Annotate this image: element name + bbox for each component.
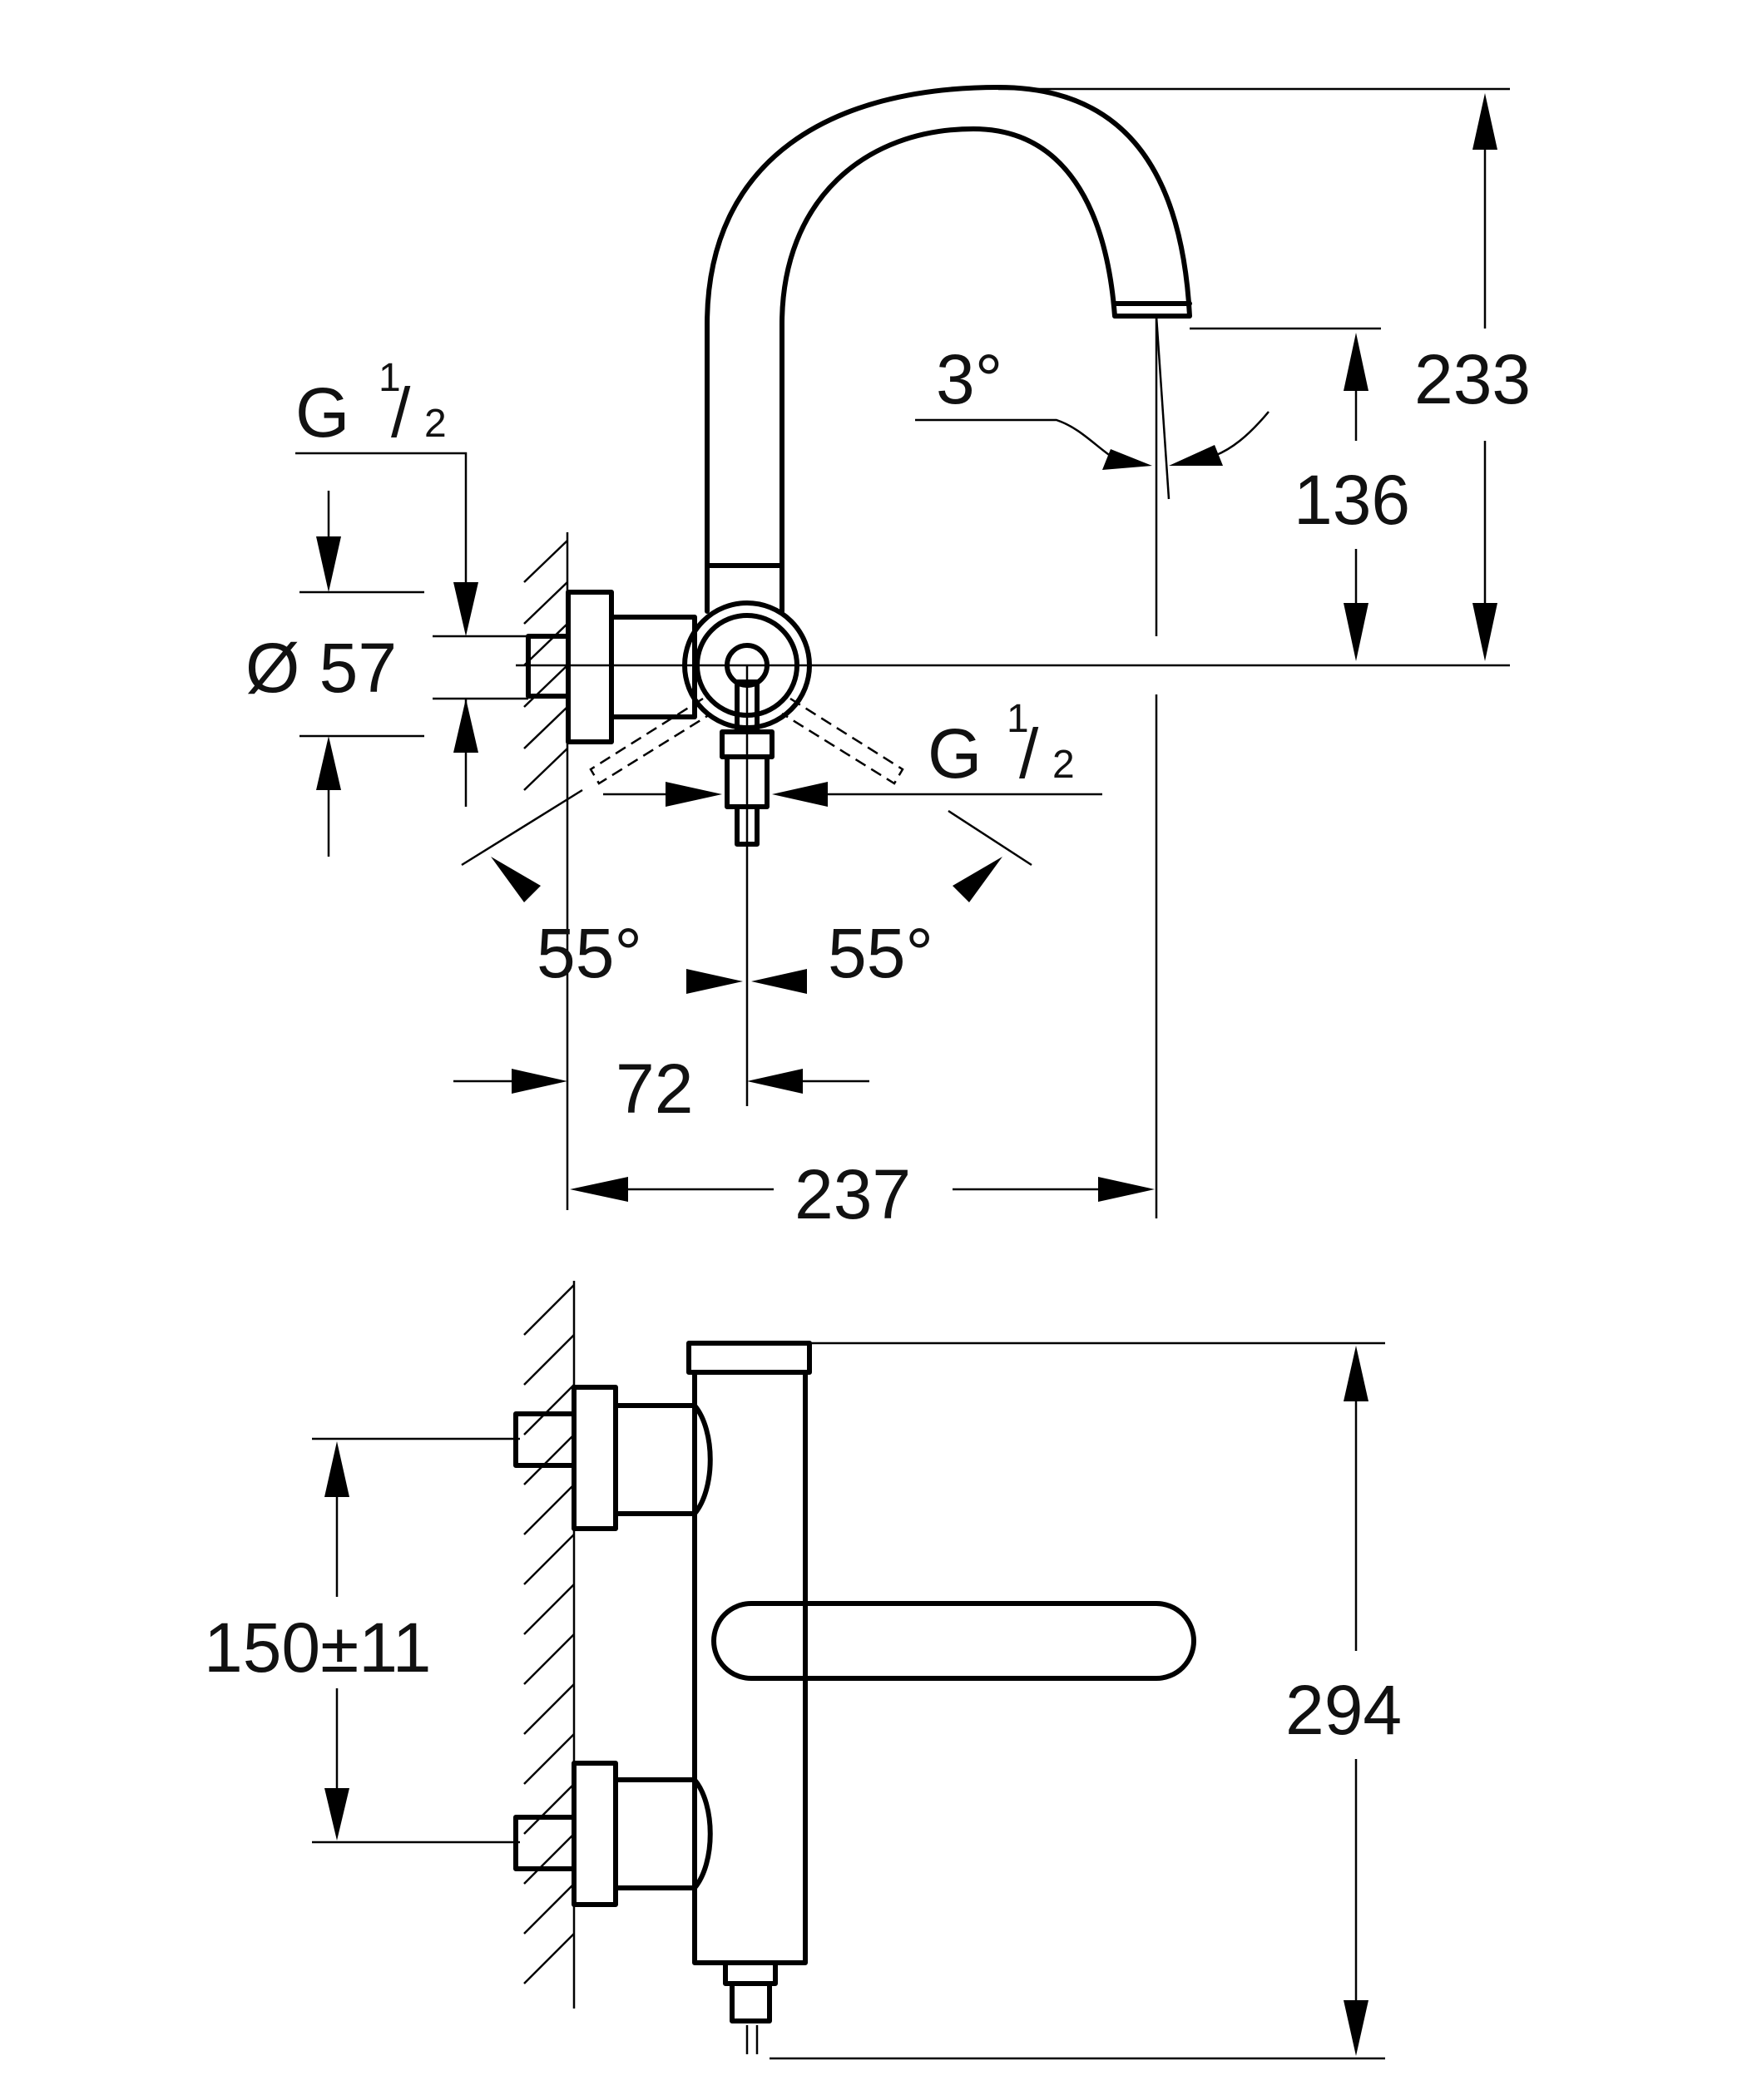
label-height-total: 233 <box>1414 340 1531 418</box>
connector-thread-upper <box>513 1411 577 1468</box>
connector-arm-upper <box>613 1403 713 1516</box>
angle-arrow-left <box>1102 449 1152 470</box>
dim-237-arrow-right <box>1098 1177 1155 1202</box>
body-top-cap <box>686 1341 812 1375</box>
angle-arrow-right <box>1169 445 1223 466</box>
angle55-left-line <box>461 788 583 867</box>
wall-hatch-top <box>523 540 568 791</box>
label-height-outlet: 136 <box>1294 461 1410 539</box>
label-angle-right: 55° <box>828 914 933 992</box>
diverter-body <box>730 1981 772 2023</box>
label-projection: 237 <box>794 1155 911 1233</box>
angle-line <box>1155 315 1170 500</box>
angle-leader-left <box>915 418 1120 463</box>
rosette-upper <box>572 1385 618 1531</box>
front-view: 150±11 294 <box>204 1281 1402 2060</box>
label-thread-bottom-frac-den: 2 <box>1052 743 1075 787</box>
thread-top-leader <box>295 452 468 582</box>
dim-237-arrow-left <box>570 1177 628 1202</box>
label-angle-left: 55° <box>537 914 642 992</box>
lever-handle <box>711 1601 1196 1681</box>
dim-294-arrow-top <box>1344 1346 1368 1401</box>
dim-150-arrow-bottom <box>324 1788 349 1841</box>
dim-136-arrow-top <box>1344 333 1368 391</box>
dia-arrow-bottom <box>316 736 341 790</box>
thread-top-left-slash: / <box>391 373 411 452</box>
dim-72-arrow-left <box>512 1069 567 1094</box>
diverter-connector <box>723 1960 778 1986</box>
dim-72-arrow-right <box>747 1069 803 1094</box>
wall-hatch-front <box>523 1284 575 1984</box>
angle55-center-arrow-left <box>686 969 743 994</box>
dim-136-arrow-bottom <box>1344 603 1368 661</box>
thread-top-arrow <box>453 582 478 636</box>
thread-bottom-slash: / <box>1019 714 1039 793</box>
label-overall-height: 294 <box>1285 1671 1402 1749</box>
label-thread-bottom: G <box>928 714 982 793</box>
g-dim-arrow-right <box>772 782 828 807</box>
dia-arrow-top <box>316 536 341 592</box>
swivel-right-dashed <box>781 697 904 785</box>
g-dim-arrow-left <box>666 782 722 807</box>
label-offset-72: 72 <box>616 1050 693 1128</box>
label-thread-top-left-frac-den: 2 <box>424 402 447 446</box>
angle55-right-arrow <box>953 857 1002 902</box>
angle55-center-arrow-right <box>751 969 807 994</box>
angle55-left-arrow <box>491 857 541 902</box>
label-thread-top-left-frac-num: 1 <box>379 356 401 400</box>
connector-arm-lower <box>613 1777 713 1890</box>
dim-233-arrow-bottom <box>1472 603 1497 661</box>
label-centers: 150±11 <box>204 1608 431 1687</box>
swivel-left-dashed <box>589 697 712 785</box>
label-diameter: Ø 57 <box>245 629 397 707</box>
angle55-right-line <box>948 809 1032 867</box>
label-thread-top-left: G <box>295 373 349 452</box>
connector-arm-top <box>609 615 697 719</box>
dim-233-arrow-top <box>1472 93 1497 150</box>
rosette-lower <box>572 1761 618 1907</box>
dim-150-arrow-top <box>324 1441 349 1497</box>
dim-294-arrow-bottom <box>1344 2000 1368 2056</box>
label-thread-bottom-frac-num: 1 <box>1007 697 1029 741</box>
label-angle-spout: 3° <box>936 340 1002 418</box>
thread-bottom-arrow <box>453 699 478 753</box>
top-view: 3° 136 233 G 1 / 2 Ø 57 <box>245 85 1531 1233</box>
rosette-top <box>566 590 614 744</box>
spout <box>705 85 1192 614</box>
angle-leader-right <box>1214 411 1269 457</box>
